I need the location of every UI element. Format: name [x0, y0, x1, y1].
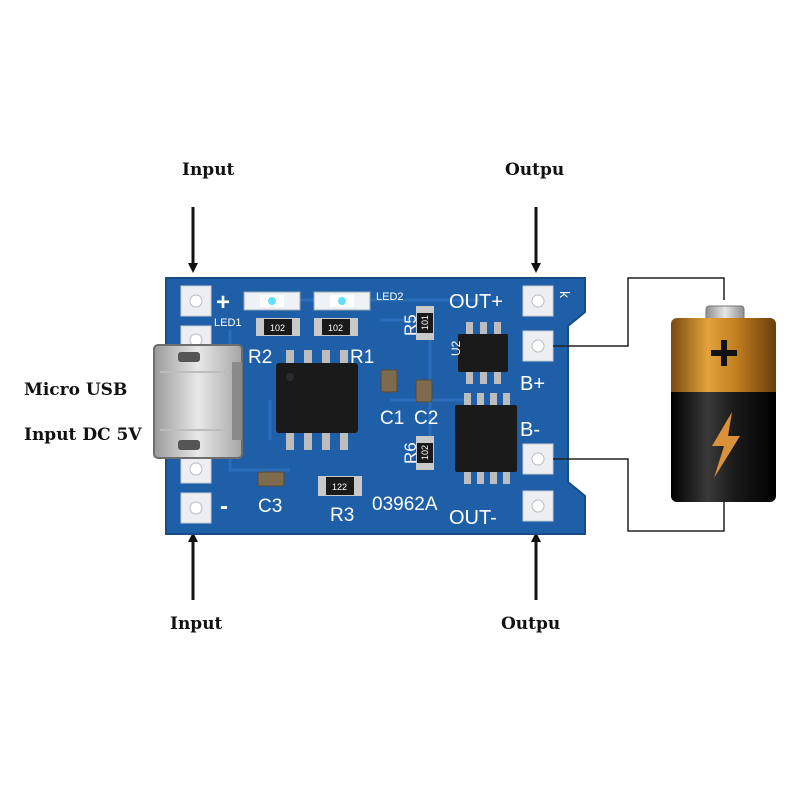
pad-b-minus [522, 443, 554, 475]
silk-r6: R6 [401, 442, 420, 464]
res-code-r5: 101 [420, 315, 430, 330]
micro-usb-label: Micro USB [24, 380, 128, 400]
battery-plus-icon [711, 340, 737, 366]
pad-input-plus [180, 285, 212, 317]
pad-b-plus [522, 330, 554, 362]
silk-r3: R3 [330, 505, 354, 526]
resistor-r1 [314, 318, 358, 336]
capacitor-c1 [380, 369, 398, 393]
silk-b-minus: B- [520, 419, 540, 441]
capacitor-c3 [257, 471, 285, 487]
silk-out-minus: OUT- [449, 507, 497, 529]
silk-b-plus: B+ [520, 373, 545, 395]
silk-r5: R5 [401, 314, 420, 336]
battery [671, 305, 776, 502]
silk-c2: C2 [414, 408, 438, 429]
resistor-r6 [416, 436, 434, 470]
input-top-label: Input [182, 160, 235, 180]
input-dc-label: Input DC 5V [24, 425, 142, 445]
output-bottom-label: Outpu [501, 614, 561, 634]
resistor-r2 [256, 318, 300, 336]
pad-out-minus [522, 490, 554, 522]
silk-led1: LED1 [214, 317, 242, 329]
capacitor-c2 [415, 379, 433, 403]
silk-k: k [557, 291, 573, 299]
silk-out-plus: OUT+ [449, 291, 503, 313]
input-bottom-label: Input [170, 614, 223, 634]
silk-c3: C3 [258, 496, 282, 517]
resistor-r3 [318, 476, 362, 496]
pad-input-minus [180, 492, 212, 524]
protection-ic-u2 [458, 322, 508, 384]
silk-r1: R1 [350, 347, 374, 368]
mosfet-ic [455, 393, 517, 484]
main-ic [276, 350, 358, 450]
res-code-r3: 122 [332, 482, 347, 492]
pad-out-plus [522, 285, 554, 317]
output-top-label: Outpu [505, 160, 565, 180]
res-code-r2: 102 [270, 323, 285, 333]
res-code-r6: 102 [420, 445, 430, 460]
silk-u2: U2 [449, 340, 463, 356]
micro-usb-connector [153, 344, 243, 459]
pad-input-mid-bottom [180, 454, 212, 484]
silk-plus: + [216, 289, 230, 316]
led2 [313, 291, 371, 311]
res-code-r1: 102 [328, 323, 343, 333]
silk-c1: C1 [380, 408, 404, 429]
lightning-icon [712, 412, 740, 478]
wire-negative [553, 458, 725, 532]
silk-r2: R2 [248, 347, 272, 368]
silk-board-code: 03962A [372, 494, 438, 515]
resistor-r5 [416, 306, 434, 340]
wire-positive [553, 277, 725, 347]
led1 [243, 291, 301, 311]
silk-minus: - [220, 493, 228, 520]
silk-led2: LED2 [376, 291, 404, 303]
